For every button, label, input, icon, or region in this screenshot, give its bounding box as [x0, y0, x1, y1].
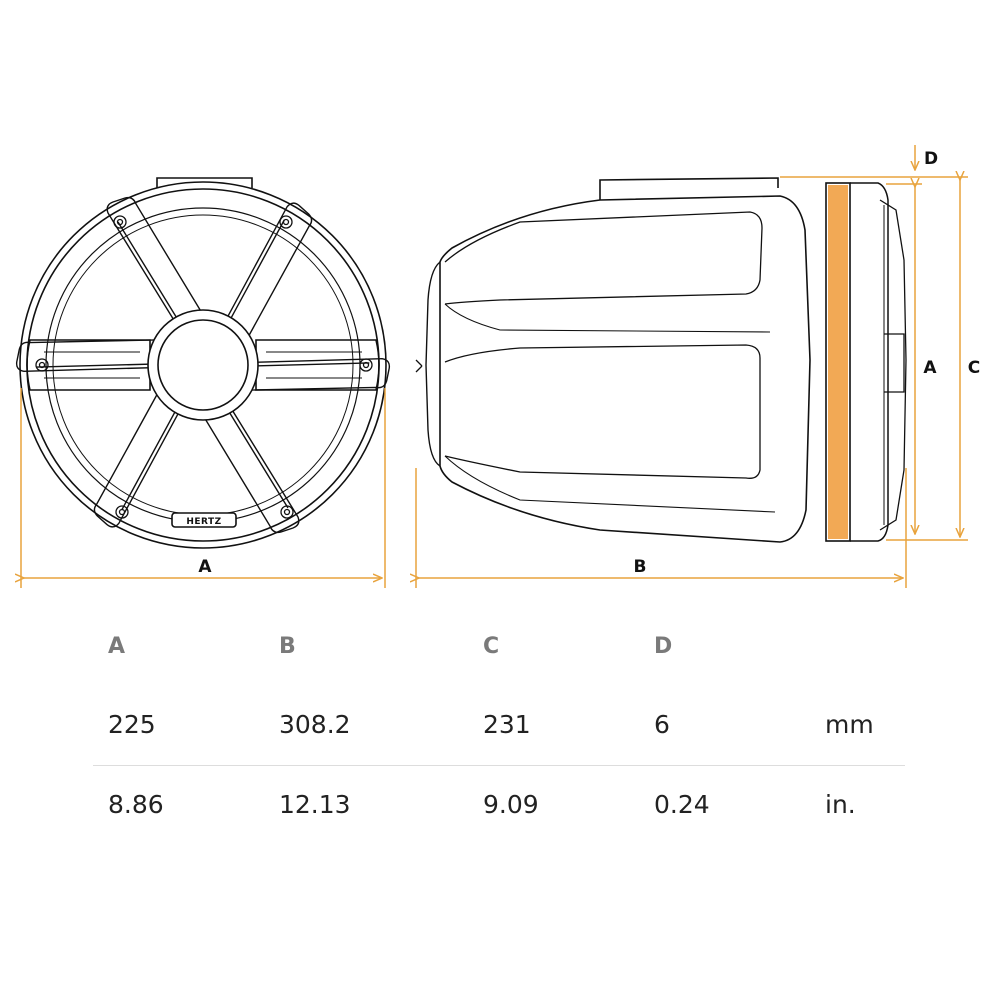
side-grille-front — [850, 182, 889, 542]
in-unit: in. — [825, 790, 856, 819]
side-dimension-a — [886, 184, 922, 534]
mm-c: 231 — [483, 710, 531, 739]
front-outer-ring — [19, 181, 387, 549]
header-c: C — [483, 634, 500, 659]
right-spoke-bar — [255, 339, 380, 391]
mm-b: 308.2 — [279, 710, 351, 739]
side-dimension-b — [416, 468, 907, 588]
table-header-row: A B C D — [93, 620, 905, 686]
in-a: 8.86 — [108, 790, 164, 819]
logo-badge — [171, 512, 237, 528]
grille-screws — [35, 215, 373, 519]
header-a: A — [108, 634, 126, 659]
mm-unit: mm — [825, 710, 874, 739]
front-mount-tab — [156, 177, 253, 188]
front-dim-a-label: A — [198, 557, 212, 577]
side-housing — [439, 195, 811, 543]
mm-a: 225 — [108, 710, 156, 739]
side-clip — [884, 333, 905, 393]
side-dim-b-label: B — [634, 557, 647, 577]
left-spoke-bar — [26, 339, 151, 391]
grille-spokes — [15, 196, 391, 534]
mm-d: 6 — [654, 710, 670, 739]
logo-text: HERTZ — [186, 517, 221, 527]
side-mount-tab — [599, 177, 779, 200]
in-b: 12.13 — [279, 790, 351, 819]
speaker-dimension-drawing: HERTZ A B A — [0, 145, 980, 588]
in-d: 0.24 — [654, 790, 710, 819]
header-d: D — [654, 634, 673, 659]
side-dimension-c — [780, 177, 968, 541]
center-hub-outer — [147, 309, 259, 421]
front-dimension-a — [21, 388, 386, 588]
side-dim-c-label: C — [968, 358, 980, 378]
side-color-stripe — [828, 185, 848, 539]
side-view — [415, 177, 907, 543]
table-divider — [93, 765, 905, 766]
side-dim-d-label: D — [924, 149, 938, 169]
center-hub-inner — [157, 319, 249, 411]
in-c: 9.09 — [483, 790, 539, 819]
header-b: B — [279, 634, 296, 659]
side-flange — [825, 182, 851, 542]
front-view — [15, 177, 391, 549]
side-rear-cap — [425, 261, 441, 467]
dimension-table: A B C D 225 308.2 231 6 mm 8.86 12.13 9.… — [93, 620, 905, 819]
side-dim-a-label: A — [923, 358, 937, 378]
